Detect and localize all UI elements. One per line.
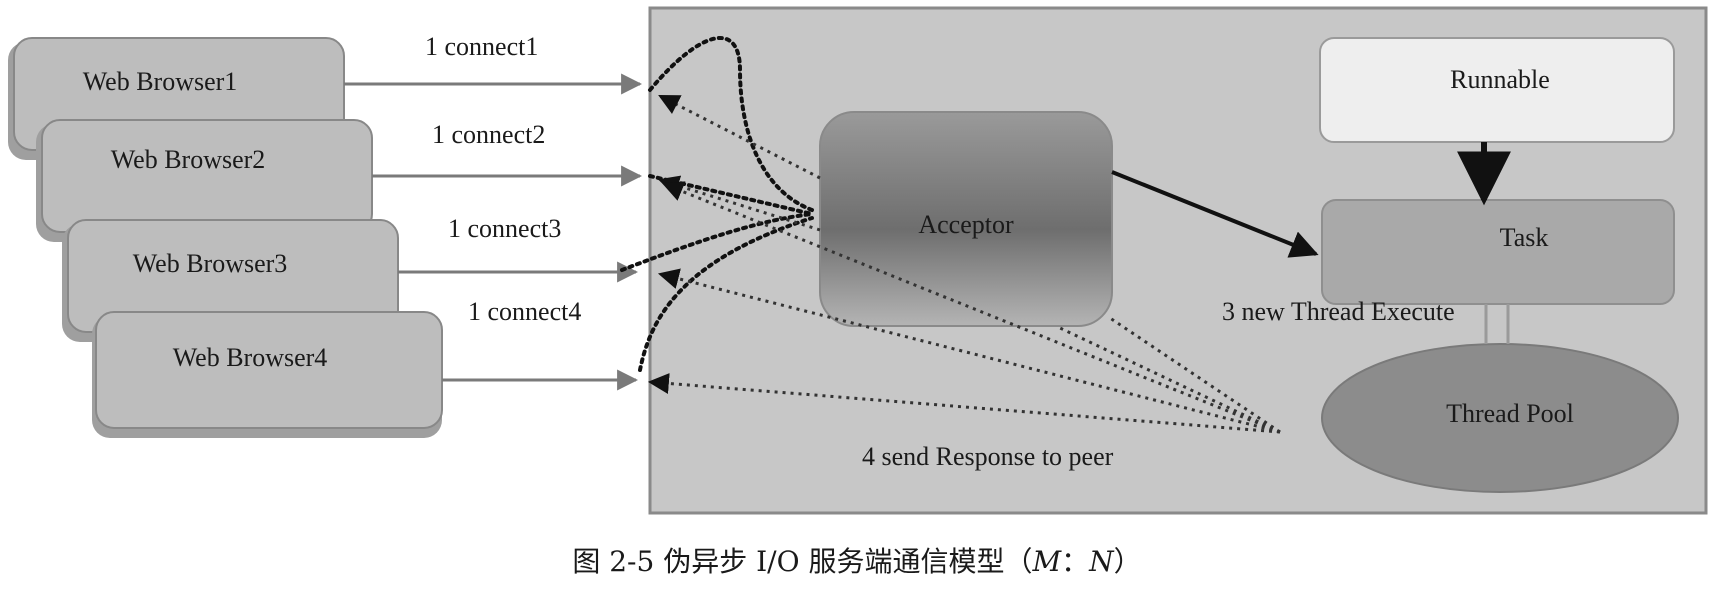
acceptor-task-arrow	[1111, 170, 1319, 258]
connect-1-label: 1 connect1	[425, 32, 538, 61]
acceptor-node	[819, 111, 1113, 327]
connect-3-label: 1 connect3	[448, 214, 561, 243]
acceptor-return-links	[657, 94, 821, 232]
task-node	[1321, 199, 1675, 305]
task-label: Task	[1500, 223, 1549, 252]
response-label: 4 send Response to peer	[862, 442, 1114, 471]
caption-suffix: ）	[1113, 545, 1142, 578]
response-dotted-links	[647, 181, 1281, 434]
caption-sep: ：	[1061, 545, 1090, 578]
connect-4-label: 1 connect4	[468, 297, 581, 326]
caption-n: N	[1089, 545, 1114, 578]
execute-label: 3 new Thread Execute	[1222, 297, 1455, 326]
connect-2-label: 1 connect2	[432, 120, 545, 149]
caption-m: M	[1032, 545, 1062, 578]
runnable-node	[1319, 37, 1675, 143]
thread-pool-label: Thread Pool	[1446, 399, 1574, 428]
browser-4-label: Web Browser4	[173, 343, 328, 372]
accept-dotted-links	[620, 36, 814, 372]
browser-2-label: Web Browser2	[111, 145, 266, 174]
thread-pool-node	[1321, 343, 1679, 493]
browser-4: Web Browser4	[92, 311, 443, 438]
browser-3-label: Web Browser3	[133, 249, 288, 278]
acceptor-label: Acceptor	[918, 210, 1014, 239]
browser-2: Web Browser2	[36, 119, 373, 242]
runnable-label: Runnable	[1450, 65, 1550, 94]
browser-1-label: Web Browser1	[83, 67, 238, 96]
caption-prefix: 图 2-5 伪异步 I/O 服务端通信模型（	[572, 545, 1033, 578]
figure-caption: 图 2-5 伪异步 I/O 服务端通信模型（M：N）	[0, 540, 1714, 580]
